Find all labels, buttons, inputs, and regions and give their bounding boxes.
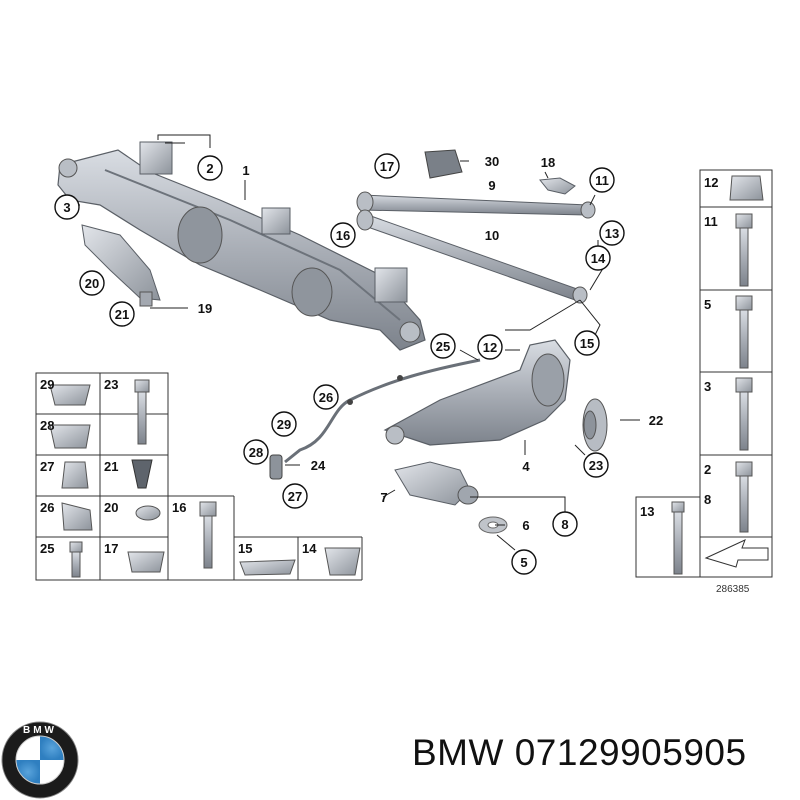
axle-carrier-illustration — [57, 141, 426, 351]
callout-16: 16 — [330, 222, 356, 248]
svg-text:BMW: BMW — [23, 725, 57, 736]
callout-number: 14 — [591, 251, 606, 266]
grid-left-label-20: 20 — [104, 500, 118, 515]
callout-number: 15 — [580, 336, 594, 351]
callout-number: 21 — [115, 307, 129, 322]
callout-6: 6 — [522, 518, 529, 533]
callout-26: 26 — [313, 384, 339, 410]
part-number: 07129905905 — [514, 732, 747, 773]
grid-left-label-26: 26 — [40, 500, 54, 515]
callout-number: 25 — [436, 339, 450, 354]
callout-number: 17 — [380, 159, 394, 174]
brand-name: BMW — [412, 732, 504, 773]
callout-24: 24 — [311, 458, 326, 473]
callout-number: 10 — [485, 228, 499, 243]
callout-12: 12 — [477, 334, 503, 360]
grid-right-label-3: 3 — [704, 379, 711, 394]
grid-left-label-27: 27 — [40, 459, 54, 474]
grid-left-label-25: 25 — [40, 541, 54, 556]
callout-number: 20 — [85, 276, 99, 291]
callout-25: 25 — [430, 333, 456, 359]
grid-right-label-12: 12 — [704, 175, 718, 190]
callout-10: 10 — [485, 228, 499, 243]
callout-23: 23 — [583, 452, 609, 478]
callout-9: 9 — [488, 178, 495, 193]
callout-number: 22 — [649, 413, 663, 428]
callout-7: 7 — [380, 490, 387, 505]
callout-number: 29 — [277, 417, 291, 432]
grid-left-label-14: 14 — [302, 541, 317, 556]
callout-29: 29 — [271, 411, 297, 437]
callout-8: 8 — [552, 511, 578, 537]
callout-20: 20 — [79, 270, 105, 296]
wheel-carrier-illustration — [383, 339, 608, 534]
bmw-logo: BMW — [1, 721, 79, 799]
control-arms-illustration — [356, 149, 596, 304]
callout-14: 14 — [585, 245, 611, 271]
callout-number: 8 — [561, 517, 568, 532]
grid-left-label-29: 29 — [40, 377, 54, 392]
callout-17: 17 — [374, 153, 400, 179]
callout-number: 27 — [288, 489, 302, 504]
callout-19: 19 — [198, 301, 212, 316]
callout-2: 2 — [197, 155, 223, 181]
callout-number: 6 — [522, 518, 529, 533]
callout-number: 9 — [488, 178, 495, 193]
fastener-grid-left — [35, 372, 363, 581]
callout-number: 4 — [522, 459, 530, 474]
callout-number: 19 — [198, 301, 212, 316]
callout-number: 1 — [242, 163, 249, 178]
bracket-illustration — [81, 224, 161, 307]
callout-number: 23 — [589, 458, 603, 473]
grid-right-label-8: 8 — [704, 492, 711, 507]
grid-left-label-23: 23 — [104, 377, 118, 392]
diagram-id: 286385 — [716, 584, 750, 595]
grid-left-label-17: 17 — [104, 541, 118, 556]
callout-number: 28 — [249, 445, 263, 460]
grid-left-label-21: 21 — [104, 459, 118, 474]
leader-lines — [62, 134, 640, 551]
grid-right-label-5: 5 — [704, 297, 711, 312]
fastener-grid-right — [635, 169, 773, 578]
fastener-glyphs — [49, 175, 769, 578]
callout-28: 28 — [243, 439, 269, 465]
callout-number: 5 — [520, 555, 527, 570]
callout-number: 30 — [485, 154, 499, 169]
part-number-caption: BMW 07129905905 — [412, 732, 747, 774]
grid-right-label-13: 13 — [640, 504, 654, 519]
callout-13: 13 — [599, 220, 625, 246]
callout-15: 15 — [574, 330, 600, 356]
callout-5: 5 — [511, 549, 537, 575]
callout-22: 22 — [649, 413, 663, 428]
grid-right-label-2: 2 — [704, 462, 711, 477]
callout-3: 3 — [54, 194, 80, 220]
sensor-cable-illustration — [269, 358, 481, 480]
callout-18: 18 — [541, 155, 555, 170]
callout-number: 26 — [319, 390, 333, 405]
callout-number: 3 — [63, 200, 70, 215]
grid-left-label-16: 16 — [172, 500, 186, 515]
callout-30: 30 — [485, 154, 499, 169]
callout-21: 21 — [109, 301, 135, 327]
callout-11: 11 — [589, 167, 615, 193]
callout-27: 27 — [282, 483, 308, 509]
callout-number: 2 — [206, 161, 213, 176]
callout-number: 18 — [541, 155, 555, 170]
callout-number: 16 — [336, 228, 350, 243]
callout-4: 4 — [522, 459, 530, 474]
callout-number: 13 — [605, 226, 619, 241]
callout-1: 1 — [242, 163, 249, 178]
grid-left-label-28: 28 — [40, 418, 54, 433]
grid-left-label-15: 15 — [238, 541, 252, 556]
callout-number: 11 — [595, 173, 609, 188]
callout-number: 12 — [483, 340, 497, 355]
grid-right-label-11: 11 — [704, 214, 718, 229]
callout-number: 24 — [311, 458, 326, 473]
callout-number: 7 — [380, 490, 387, 505]
